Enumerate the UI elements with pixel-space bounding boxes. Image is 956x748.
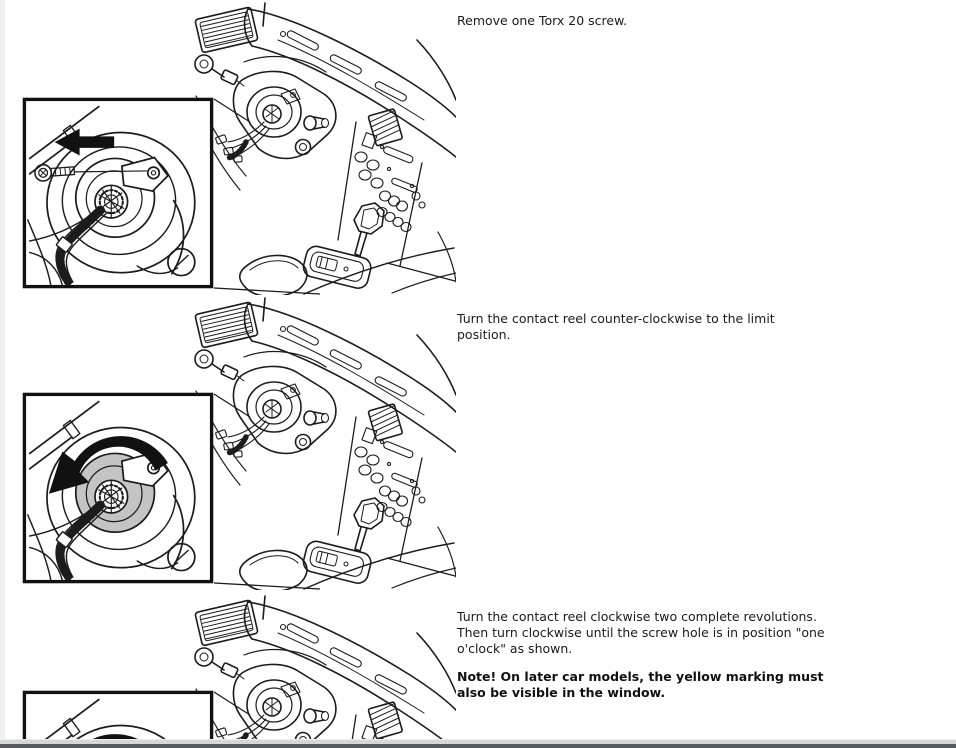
window-bottom-bar [0, 739, 956, 748]
dashboard-scene [192, 3, 456, 295]
step-3-illustration [20, 593, 456, 748]
inset-callout-line [213, 691, 251, 716]
window-left-edge [0, 0, 5, 748]
inset-callout-line [213, 582, 321, 590]
step-3-note: Note! On later car models, the yellow ma… [457, 669, 824, 700]
inset-callout-line [213, 98, 251, 123]
step-1-instruction: Remove one Torx 20 screw. [457, 13, 628, 28]
dashboard-scene [192, 596, 456, 748]
dashboard-scene [192, 298, 456, 590]
contact-reel-inset [24, 99, 211, 286]
step-3-instruction: Turn the contact reel clockwise two comp… [457, 609, 825, 656]
contact-reel-inset [24, 394, 211, 581]
step-2-instruction: Turn the contact reel counter-clockwise … [457, 311, 775, 342]
step-1-illustration [20, 0, 456, 295]
step-2-illustration [20, 295, 456, 590]
inset-callout-line [213, 287, 321, 295]
inset-callout-line [213, 393, 251, 418]
